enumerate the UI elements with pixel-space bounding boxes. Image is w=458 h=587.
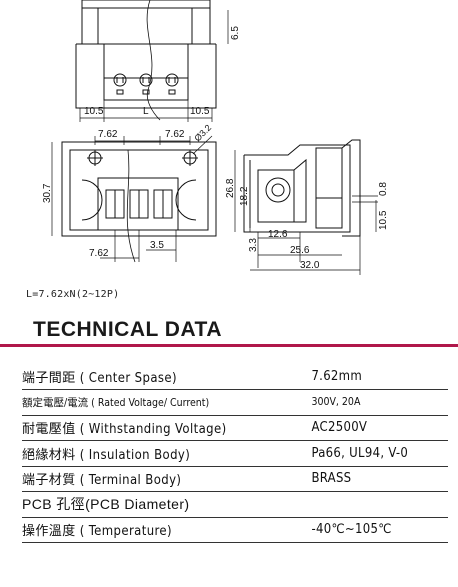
spec-value: BRASS — [307, 466, 448, 492]
spec-value: 300V, 20A — [307, 389, 448, 416]
spec-label: PCB 孔徑(PCB Diameter) — [22, 491, 448, 518]
dim-6-5: 6.5 — [230, 26, 241, 40]
spec-row-center-space: 端子間距 ( Center Spase) 7.62mm — [22, 363, 448, 390]
front-view — [51, 135, 217, 263]
spec-label: 絕緣材料 ( Insulation Body) — [22, 440, 308, 467]
dim-26-8: 26.8 — [225, 178, 236, 198]
spec-value: AC2500V — [307, 415, 448, 441]
dim-12-6: 12.6 — [268, 229, 288, 240]
title-divider — [0, 344, 458, 347]
spec-value: Pa66, UL94, V-0 — [307, 440, 448, 467]
spec-label: 端子材質 ( Terminal Body) — [22, 466, 308, 492]
pitch-formula: L=7.62xN(2~12P) — [26, 289, 120, 300]
dim-3-3: 3.3 — [248, 238, 259, 252]
spec-row-withstanding: 耐電壓值 ( Withstanding Voltage) AC2500V — [22, 415, 448, 441]
section-title: TECHNICAL DATA — [33, 318, 222, 341]
dim-10-5-left: 10.5 — [84, 106, 104, 117]
spec-label: 端子間距 ( Center Spase) — [22, 363, 308, 390]
side-view — [234, 139, 378, 275]
dim-30-7: 30.7 — [42, 183, 53, 203]
spec-row-temperature: 操作溫度 ( Temperature) -40℃~105℃ — [22, 517, 448, 543]
dim-L: L — [143, 106, 149, 117]
spec-value: -40℃~105℃ — [307, 517, 448, 543]
dim-3-2: Ø3.2 — [192, 123, 213, 144]
dim-0-8: 0.8 — [378, 182, 389, 196]
technical-drawing: 6.5 10.5 L 10.5 7.62 7.62 Ø3.2 30.7 7.62… — [42, 0, 389, 275]
spec-label: 耐電壓值 ( Withstanding Voltage) — [22, 415, 308, 441]
dim-10-5-side: 10.5 — [378, 210, 389, 230]
spec-row-pcb: PCB 孔徑(PCB Diameter) — [22, 491, 448, 518]
spec-label: 操作溫度 ( Temperature) — [22, 517, 308, 543]
dim-3-5: 3.5 — [150, 240, 164, 251]
dim-7-62-top-a: 7.62 — [98, 129, 118, 140]
dim-10-5-right: 10.5 — [190, 106, 210, 117]
dim-25-6: 25.6 — [290, 245, 310, 256]
spec-row-insulation: 絕緣材料 ( Insulation Body) Pa66, UL94, V-0 — [22, 440, 448, 467]
top-view — [75, 0, 229, 122]
dim-18-2: 18.2 — [239, 186, 250, 206]
spec-row-rated: 額定電壓/電流 ( Rated Voltage/ Current) 300V, … — [22, 389, 448, 416]
spec-value: 7.62mm — [307, 363, 448, 390]
spec-label: 額定電壓/電流 ( Rated Voltage/ Current) — [22, 389, 308, 416]
technical-data-table: 端子間距 ( Center Spase) 7.62mm 額定電壓/電流 ( Ra… — [22, 363, 448, 543]
dim-7-62-top-b: 7.62 — [165, 129, 185, 140]
dim-7-62-bottom: 7.62 — [89, 248, 109, 259]
spec-row-terminal: 端子材質 ( Terminal Body) BRASS — [22, 466, 448, 492]
dim-32-0: 32.0 — [300, 260, 320, 271]
